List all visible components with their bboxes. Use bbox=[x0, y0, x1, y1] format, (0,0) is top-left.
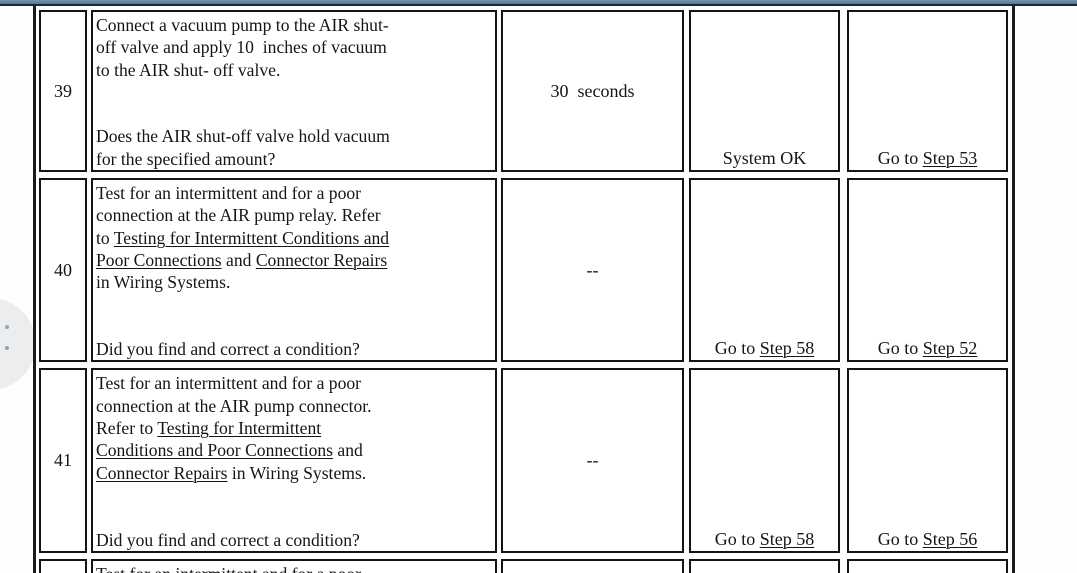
table-row: 41 Test for an intermittent and for a poo… bbox=[39, 368, 1012, 553]
value-cell: -- bbox=[501, 368, 684, 553]
step-cell: 41 bbox=[39, 368, 87, 553]
action-line bbox=[96, 103, 493, 125]
text-segment: in Wiring Systems. bbox=[227, 462, 367, 483]
reference-link[interactable]: Step 52 bbox=[922, 338, 978, 359]
step-cell: 40 bbox=[39, 178, 87, 363]
text-segment: off valve and apply 10 inches of vacuum bbox=[96, 37, 387, 58]
action-line bbox=[96, 294, 493, 316]
value-cell: -- bbox=[501, 178, 684, 363]
window-top-edge bbox=[0, 0, 1077, 6]
handle-dot-icon bbox=[5, 325, 9, 329]
action-line: to the AIR shut- off valve. bbox=[96, 59, 493, 81]
text-segment: Go to bbox=[714, 338, 760, 359]
text-segment: Test for an intermittent and for a poor bbox=[96, 564, 361, 573]
side-panel-handle[interactable] bbox=[0, 298, 36, 390]
step-number: 40 bbox=[54, 259, 72, 280]
text-segment: Go to bbox=[877, 528, 923, 549]
yes-cell: System OK bbox=[689, 10, 840, 173]
text-segment: Did you find and correct a condition? bbox=[96, 339, 360, 360]
action-line: to Testing for Intermittent Conditions a… bbox=[96, 227, 493, 249]
value-text: -- bbox=[586, 259, 599, 280]
reference-link[interactable]: Poor Connections bbox=[96, 249, 222, 270]
text-segment: Go to bbox=[714, 528, 760, 549]
action-line: Does the AIR shut-off valve hold vacuum bbox=[96, 125, 493, 147]
text-segment: Connect a vacuum pump to the AIR shut- bbox=[96, 15, 389, 35]
action-line: connection at the AIR pump connector. bbox=[96, 395, 493, 417]
yes-cell: Go to Step 58 bbox=[689, 368, 840, 553]
text-segment: to the AIR shut- off valve. bbox=[96, 59, 281, 80]
text-segment: Go to bbox=[877, 338, 923, 359]
no-cell: Go to Step 52 bbox=[847, 178, 1008, 363]
action-line: Test for an intermittent and for a poor bbox=[96, 372, 493, 394]
value-cell bbox=[501, 558, 684, 573]
action-line: off valve and apply 10 inches of vacuum bbox=[96, 36, 493, 58]
table-row: 39 Connect a vacuum pump to the AIR shut-… bbox=[39, 10, 1012, 173]
action-cell: Test for an intermittent and for a poor bbox=[91, 558, 497, 573]
step-cell bbox=[39, 558, 87, 573]
table-row-partial: Test for an intermittent and for a poor bbox=[39, 558, 1012, 573]
value-cell: 30 seconds bbox=[501, 10, 684, 173]
text-segment: to bbox=[96, 227, 114, 248]
text-segment: Go to bbox=[877, 148, 923, 169]
text-segment: and bbox=[333, 440, 363, 461]
reference-link[interactable]: Step 56 bbox=[922, 528, 978, 549]
action-line: connection at the AIR pump relay. Refer bbox=[96, 204, 493, 226]
no-cell bbox=[847, 558, 1008, 573]
reference-link[interactable]: Testing for Intermittent bbox=[157, 418, 322, 439]
text-segment: connection at the AIR pump connector. bbox=[96, 395, 372, 416]
action-line: Did you find and correct a condition? bbox=[96, 338, 493, 360]
reference-link[interactable]: Step 58 bbox=[759, 338, 815, 359]
reference-link[interactable]: Connector Repairs bbox=[255, 249, 388, 270]
reference-link[interactable]: Testing for Intermittent Conditions and bbox=[113, 227, 390, 248]
yes-cell: Go to Step 58 bbox=[689, 178, 840, 363]
action-line: Connect a vacuum pump to the AIR shut- bbox=[96, 14, 493, 36]
text-segment: Refer to bbox=[96, 418, 158, 439]
no-cell: Go to Step 56 bbox=[847, 368, 1008, 553]
value-text: 30 seconds bbox=[550, 80, 635, 101]
reference-link[interactable]: Step 58 bbox=[759, 528, 815, 549]
text-segment: and bbox=[221, 249, 256, 270]
action-line bbox=[96, 484, 493, 506]
action-line bbox=[96, 316, 493, 338]
action-line: Conditions and Poor Connections and bbox=[96, 439, 493, 461]
text-segment: Did you find and correct a condition? bbox=[96, 529, 360, 550]
text-segment: Test for an intermittent and for a poor bbox=[96, 183, 362, 204]
handle-dot-icon bbox=[5, 346, 9, 350]
no-cell: Go to Step 53 bbox=[847, 10, 1008, 173]
action-line: Did you find and correct a condition? bbox=[96, 529, 493, 551]
step-number: 39 bbox=[54, 80, 72, 101]
step-cell: 39 bbox=[39, 10, 87, 173]
action-line: Test for an intermittent and for a poor bbox=[96, 182, 493, 204]
action-line: for the specified amount? bbox=[96, 148, 493, 170]
action-line: Refer to Testing for Intermittent bbox=[96, 417, 493, 439]
value-text: -- bbox=[586, 450, 599, 471]
table-row: 40 Test for an intermittent and for a poo… bbox=[39, 178, 1012, 363]
text-segment: Test for an intermittent and for a poor bbox=[96, 373, 362, 394]
action-line: Poor Connections and Connector Repairs bbox=[96, 249, 493, 271]
action-line bbox=[96, 81, 493, 103]
step-number: 41 bbox=[54, 450, 72, 471]
action-line: in Wiring Systems. bbox=[96, 271, 493, 293]
text-segment: in Wiring Systems. bbox=[96, 272, 231, 293]
action-cell: Connect a vacuum pump to the AIR shut-of… bbox=[91, 10, 497, 173]
yes-cell bbox=[689, 558, 840, 573]
action-line bbox=[96, 506, 493, 528]
text-segment: Does the AIR shut-off valve hold vacuum bbox=[96, 126, 390, 147]
text-segment: connection at the AIR pump relay. Refer bbox=[96, 205, 381, 226]
text-segment: System OK bbox=[722, 148, 807, 169]
action-line: Connector Repairs in Wiring Systems. bbox=[96, 462, 493, 484]
reference-link[interactable]: Conditions and Poor Connections bbox=[96, 440, 334, 461]
reference-link[interactable]: Connector Repairs bbox=[96, 462, 228, 483]
text-segment: for the specified amount? bbox=[96, 148, 276, 169]
action-line: Test for an intermittent and for a poor bbox=[96, 563, 493, 573]
diagnostic-step-table: 39 Connect a vacuum pump to the AIR shut-… bbox=[33, 6, 1015, 573]
reference-link[interactable]: Step 53 bbox=[922, 148, 978, 169]
